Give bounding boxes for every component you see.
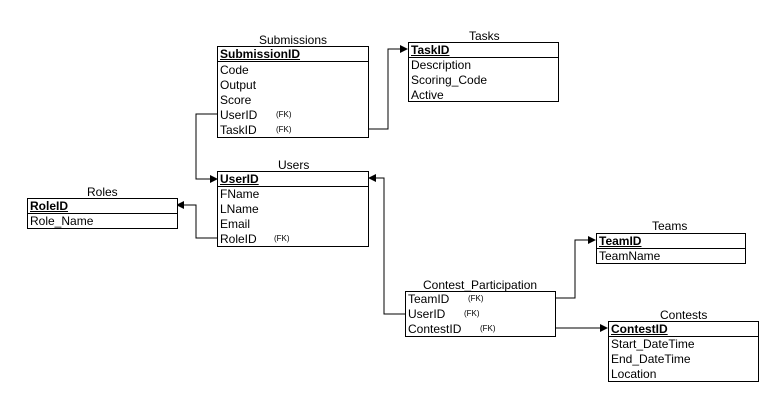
field-name: FName (220, 187, 260, 201)
field-name: RoleID (220, 232, 257, 246)
entity-table: ContestID Start_DateTime End_DateTime Lo… (608, 321, 759, 382)
entity-table: TaskID Description Scoring_Code Active (408, 42, 559, 102)
entity-title: Submissions (259, 33, 328, 47)
entity-table: TeamID TeamName (596, 233, 746, 264)
connector-users-roles (176, 201, 218, 239)
connector-submissions-users (195, 113, 218, 183)
field-name: Description (411, 58, 472, 72)
entity-title: Contest_Participation (423, 278, 538, 292)
connector-participation-users (368, 174, 405, 315)
field-name: Scoring_Code (411, 73, 488, 87)
field-name: Active (411, 88, 444, 102)
field-name: LName (220, 202, 259, 216)
entity-title: Users (278, 158, 310, 172)
connector-submissions-tasks (368, 45, 408, 130)
pk-row: TeamID (597, 234, 745, 249)
pk-row: TaskID (409, 43, 558, 58)
field-name: Location (611, 367, 657, 381)
pk-field: UserID (220, 172, 259, 186)
entity-title: Contests (660, 308, 708, 322)
connector-participation-teams (555, 236, 596, 299)
field-name: Output (220, 78, 257, 92)
field-name: TeamID (408, 292, 450, 306)
entity-table: RoleID Role_Name (27, 198, 178, 229)
field-name: UserID (408, 307, 446, 321)
fk-marker: (FK) (468, 294, 484, 303)
field-name: Code (220, 63, 249, 77)
entity-title: Teams (652, 219, 688, 233)
fk-marker: (FK) (480, 324, 496, 333)
fk-marker: (FK) (276, 110, 292, 119)
entity-table: UserID FName LName Email RoleID (FK) (217, 171, 369, 247)
field-name: UserID (220, 108, 258, 122)
field-name: TaskID (220, 123, 257, 137)
field-name: End_DateTime (611, 352, 691, 366)
field-name: TeamName (599, 249, 661, 263)
field-name: Email (220, 217, 251, 231)
fk-marker: (FK) (464, 309, 480, 318)
entity-title: Roles (87, 185, 118, 199)
pk-row: UserID (218, 172, 368, 187)
entity-title: Tasks (469, 29, 500, 43)
pk-field: TeamID (599, 234, 642, 248)
fk-marker: (FK) (274, 234, 290, 243)
pk-field: TaskID (411, 43, 450, 57)
field-name: Role_Name (30, 214, 94, 228)
pk-row: SubmissionID (218, 47, 368, 62)
entity-table: SubmissionID Code Output Score UserID (F… (217, 46, 369, 138)
field-name: Start_DateTime (611, 337, 695, 351)
pk-row: ContestID (609, 322, 758, 337)
pk-row: RoleID (28, 199, 177, 214)
pk-field: ContestID (611, 322, 668, 336)
field-name: ContestID (408, 322, 462, 336)
field-name: Score (220, 93, 252, 107)
pk-field: SubmissionID (220, 47, 301, 61)
entity-table: TeamID (FK) UserID (FK) ContestID (FK) (405, 291, 556, 337)
pk-field: RoleID (30, 199, 69, 213)
fk-marker: (FK) (276, 125, 292, 134)
